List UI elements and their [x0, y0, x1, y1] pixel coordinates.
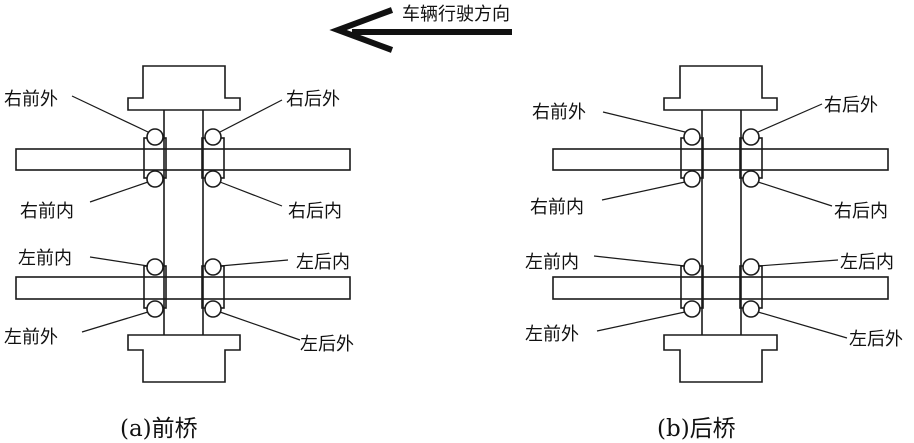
front-leader-rf-out — [71, 95, 149, 133]
front-gauge-lr-out — [204, 300, 222, 318]
direction-label: 车辆行驶方向 — [402, 4, 510, 25]
rear-upper-crossbar — [552, 148, 889, 171]
front-leader-lr-out — [219, 311, 301, 341]
front-gauge-rf-out — [146, 128, 164, 146]
rear-bottom-block — [663, 334, 778, 383]
front-leader-lr-in — [219, 259, 289, 267]
front-gauge-lr-in — [204, 258, 222, 276]
front-leader-lf-in — [89, 256, 149, 267]
front-label-rr-out: 右后外 — [286, 89, 340, 110]
front-gauge-lf-out — [146, 300, 164, 318]
rear-gauge-lr-out — [742, 300, 760, 318]
direction-arrow-head — [329, 7, 394, 53]
rear-lower-crossbar — [552, 276, 889, 300]
rear-caption: (b)后桥 — [657, 416, 736, 442]
rear-leader-rf-out — [602, 111, 686, 133]
direction-arrow — [329, 7, 512, 53]
rear-label-rf-out: 右前外 — [532, 102, 586, 123]
rear-labels: 右前外 右后外 右前内 右后内 左前内 左后内 左前外 左后外 — [525, 95, 903, 350]
front-leader-rr-out — [219, 99, 283, 133]
front-labels: 右前外 右后外 右前内 右后内 左前内 左后内 左前外 左后外 — [4, 89, 354, 355]
front-gauge-rr-out — [204, 128, 222, 146]
rear-label-rr-out: 右后外 — [824, 95, 878, 116]
front-label-lf-in: 左前内 — [18, 248, 72, 269]
rear-gauge-rr-out — [742, 128, 760, 146]
rear-label-lr-out: 左后外 — [849, 329, 903, 350]
rear-gauge-lf-out — [683, 300, 701, 318]
front-caption: (a)前桥 — [120, 416, 198, 442]
rear-label-rf-in: 右前内 — [530, 197, 584, 218]
front-lower-crossbar — [15, 276, 351, 300]
front-label-lr-in: 左后内 — [296, 252, 350, 273]
front-upper-crossbar — [15, 148, 351, 171]
front-label-rr-in: 右后内 — [288, 201, 342, 222]
rear-leader-rr-in — [757, 181, 833, 207]
rear-gauge-rr-in — [742, 170, 760, 188]
front-label-rf-out: 右前外 — [4, 89, 58, 110]
rear-leader-lr-in — [757, 259, 839, 267]
front-leader-lf-out — [81, 311, 149, 333]
rear-label-lf-out: 左前外 — [525, 324, 579, 345]
front-label-lf-out: 左前外 — [4, 327, 58, 348]
front-gauge-rf-in — [146, 170, 164, 188]
front-axle — [15, 65, 351, 383]
rear-gauge-lr-in — [742, 258, 760, 276]
rear-leader-rr-out — [757, 103, 823, 133]
front-label-rf-in: 右前内 — [20, 201, 74, 222]
rear-top-block — [663, 65, 778, 111]
rear-leader-lf-in — [593, 255, 686, 267]
front-label-lr-out: 左后外 — [300, 334, 354, 355]
rear-axle — [552, 65, 889, 383]
rear-label-lr-in: 左后内 — [840, 252, 894, 273]
rear-leader-lf-out — [596, 311, 686, 332]
rear-gauge-lf-in — [683, 258, 701, 276]
front-gauge-lf-in — [146, 258, 164, 276]
front-leader-rr-in — [219, 181, 283, 207]
front-gauge-rr-in — [204, 170, 222, 188]
rear-leader-rf-in — [601, 181, 686, 201]
front-bottom-block — [127, 334, 241, 383]
front-top-block — [127, 65, 241, 111]
rear-gauge-rf-out — [683, 128, 701, 146]
front-leader-rf-in — [89, 181, 149, 203]
rear-leader-lr-out — [757, 311, 848, 339]
rear-label-rr-in: 右后内 — [834, 201, 888, 222]
rear-label-lf-in: 左前内 — [525, 252, 579, 273]
rear-gauge-rf-in — [683, 170, 701, 188]
